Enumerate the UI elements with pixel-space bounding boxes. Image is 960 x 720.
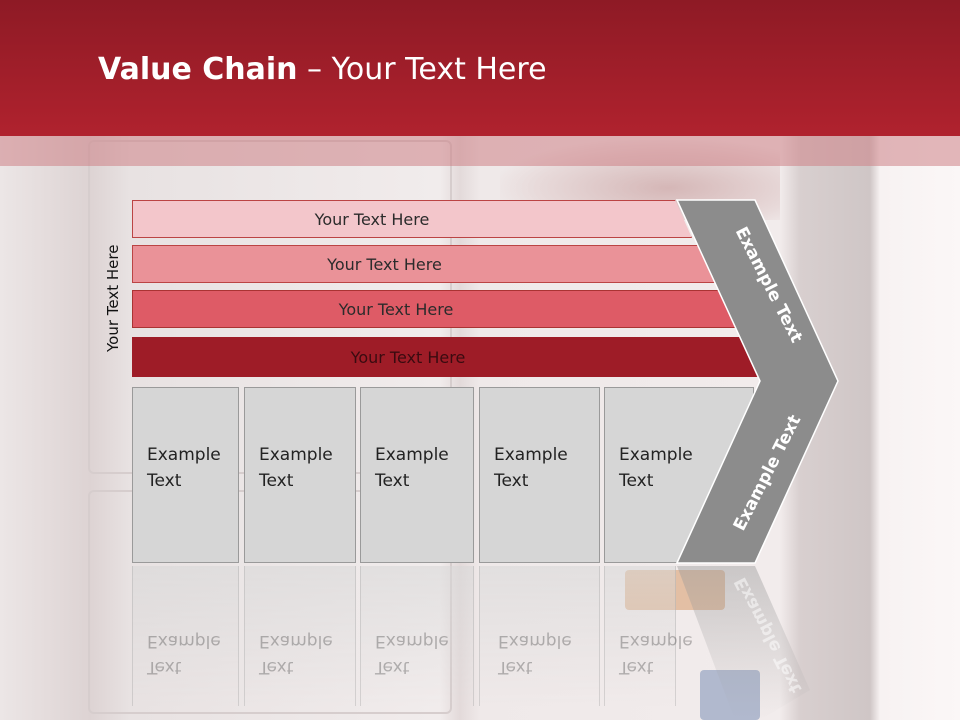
box-1: Example Text <box>132 387 239 563</box>
box-5-line2: Text <box>619 471 654 491</box>
box-2-line2: Text <box>259 471 294 491</box>
box-2: Example Text <box>244 387 356 563</box>
row-1: Your Text Here <box>132 200 692 238</box>
chevron-shape <box>675 199 839 564</box>
row-2-label: Your Text Here <box>327 254 442 274</box>
row-3-label: Your Text Here <box>338 299 454 319</box>
page-title: Value Chain – Your Text Here <box>98 52 547 87</box>
box-4-line1: Example <box>494 445 568 465</box>
header-band <box>0 136 960 166</box>
box-3-line1: Example <box>375 445 449 465</box>
row-4: Your Text Here <box>132 337 764 377</box>
chevron-reflection <box>677 566 810 720</box>
row-3: Your Text Here <box>132 290 740 328</box>
box-1-line2: Text <box>147 471 182 491</box>
box-4: Example Text <box>479 387 600 563</box>
header-bar <box>0 0 960 136</box>
title-rest: – Your Text Here <box>297 52 547 87</box>
row-1-label: Your Text Here <box>314 209 430 229</box>
box-3-line2: Text <box>375 471 410 491</box>
row-4-label: Your Text Here <box>350 347 466 367</box>
box-1-line1: Example <box>147 445 221 465</box>
title-bold: Value Chain <box>98 52 298 87</box>
box-3: Example Text <box>360 387 474 563</box>
box-2-line1: Example <box>259 445 333 465</box>
box-4-line2: Text <box>494 471 529 491</box>
row-2: Your Text Here <box>132 245 717 283</box>
box-5-line1: Example <box>619 445 693 465</box>
